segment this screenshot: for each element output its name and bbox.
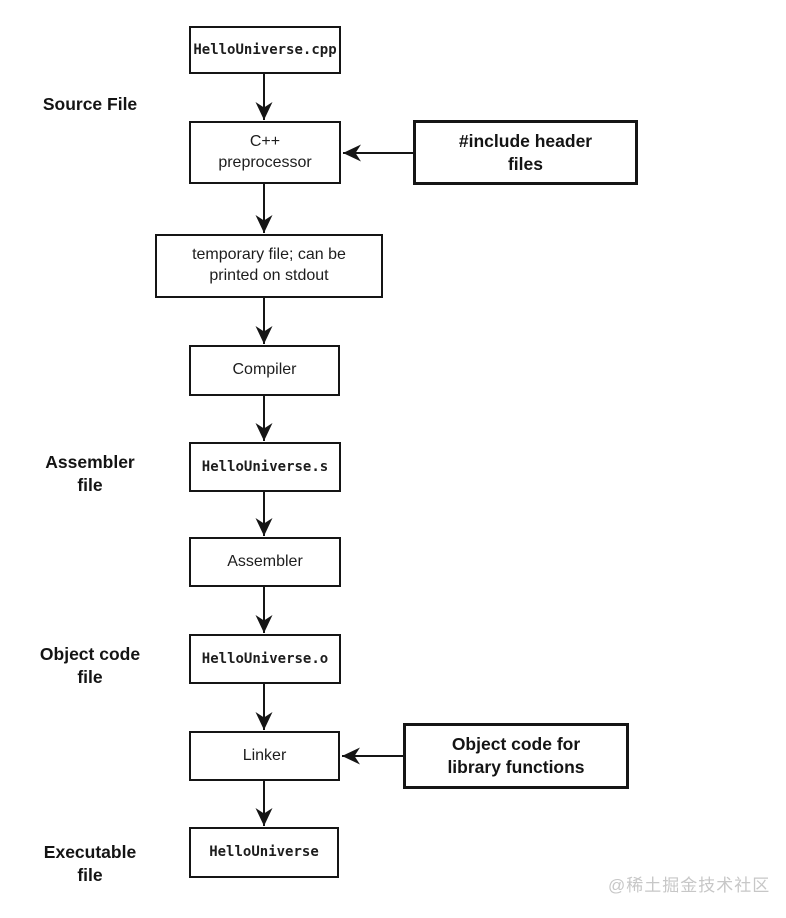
node-temp-file: temporary file; can be printed on stdout — [155, 234, 383, 298]
node-linker: Linker — [189, 731, 340, 781]
node-compiler: Compiler — [189, 345, 340, 396]
node-assembler: Assembler — [189, 537, 341, 587]
node-object-library: Object code for library functions — [403, 723, 629, 789]
node-preprocessor: C++ preprocessor — [189, 121, 341, 184]
node-source-file: HelloUniverse.cpp — [189, 26, 341, 74]
watermark-text: @稀土掘金技术社区 — [608, 876, 771, 895]
node-object-file: HelloUniverse.o — [189, 634, 341, 684]
stage-label-executable-file: Executable file — [43, 842, 137, 885]
stage-label-object-code-file: Object code file — [39, 644, 141, 687]
stage-label-source-file: Source File — [42, 94, 138, 114]
node-executable: HelloUniverse — [189, 827, 339, 878]
node-include-headers: #include header files — [413, 120, 638, 185]
node-assembler-file: HelloUniverse.s — [189, 442, 341, 492]
stage-label-assembler-file: Assembler file — [45, 452, 135, 495]
